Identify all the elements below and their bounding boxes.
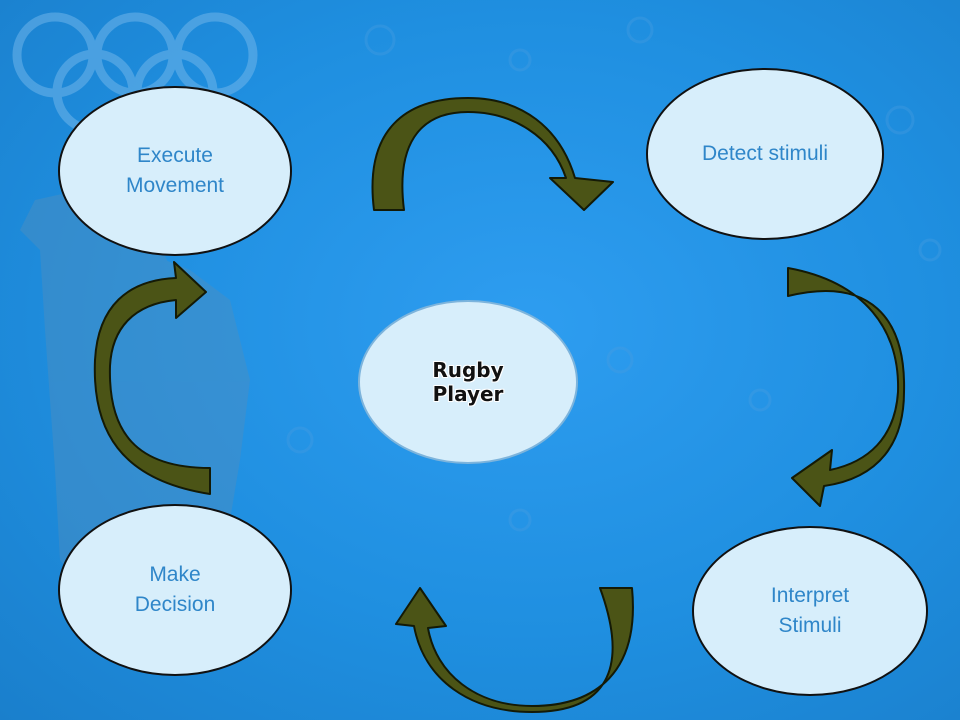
node-rugby-player-label: Rugby Player — [432, 358, 504, 406]
node-make-decision-label: Make Decision — [134, 563, 216, 616]
arrow-left — [93, 261, 211, 495]
node-execute-movement: Execute Movement — [58, 86, 292, 256]
node-execute-movement-label: Execute Movement — [125, 144, 225, 197]
arrow-bottom — [395, 587, 634, 713]
node-make-decision: Make Decision — [58, 504, 292, 676]
node-detect-stimuli: Detect stimuli — [646, 68, 884, 240]
node-interpret-stimuli-label: Interpret Stimuli — [770, 584, 850, 637]
node-interpret-stimuli: Interpret Stimuli — [692, 526, 928, 696]
arrow-right — [787, 267, 906, 507]
node-detect-stimuli-label: Detect stimuli — [701, 142, 829, 165]
node-rugby-player: Rugby Player — [358, 300, 578, 464]
arrow-top — [371, 97, 614, 211]
